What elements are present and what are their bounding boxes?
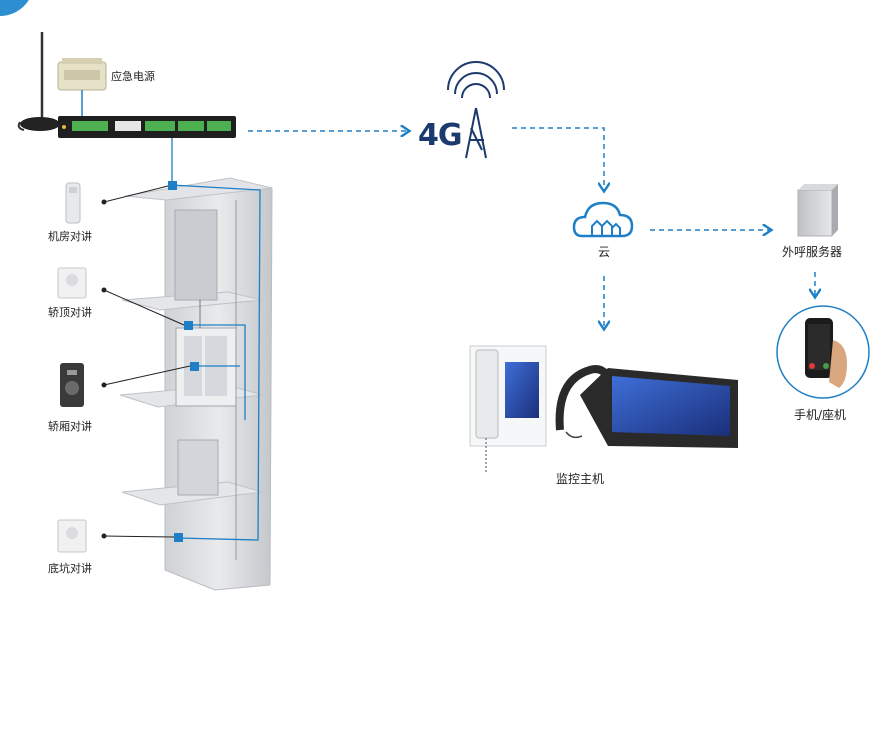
label-outbound-server: 外呼服务器 — [782, 245, 843, 259]
cloud-icon — [572, 201, 634, 238]
emergency-power-icon — [57, 58, 107, 91]
node-machine-room — [168, 181, 177, 190]
server-icon — [797, 184, 838, 237]
label-machine-room-intercom: 机房对讲 — [48, 230, 92, 243]
label-car-top-intercom: 轿顶对讲 — [48, 306, 92, 319]
label-4g: 4G — [418, 118, 462, 153]
antenna-icon — [17, 32, 60, 131]
corner-decoration — [0, 0, 29, 16]
node-pit — [174, 533, 183, 542]
label-car-intercom: 轿厢对讲 — [48, 420, 92, 433]
car-top-intercom-icon — [57, 267, 87, 299]
label-monitor-host: 监控主机 — [556, 472, 605, 486]
label-emergency-power: 应急电源 — [111, 70, 155, 83]
network-links — [248, 128, 815, 328]
desktop-monitor-icon — [555, 365, 738, 448]
machine-room-intercom-icon — [65, 182, 81, 224]
shaft-wiring — [171, 138, 261, 541]
label-phone-landline: 手机/座机 — [794, 408, 847, 422]
node-car — [190, 362, 199, 371]
pit-intercom-icon — [57, 519, 87, 553]
controller-device — [58, 116, 236, 138]
phone-icon — [776, 305, 870, 399]
elevator-shaft — [119, 177, 273, 591]
label-pit-intercom: 底坑对讲 — [48, 562, 92, 575]
car-intercom-icon — [60, 363, 84, 407]
label-cloud: 云 — [598, 245, 611, 259]
wall-monitor-icon — [469, 345, 547, 472]
cell-tower-icon — [447, 61, 505, 159]
node-car-top — [184, 321, 193, 330]
leader-lines — [103, 185, 191, 538]
